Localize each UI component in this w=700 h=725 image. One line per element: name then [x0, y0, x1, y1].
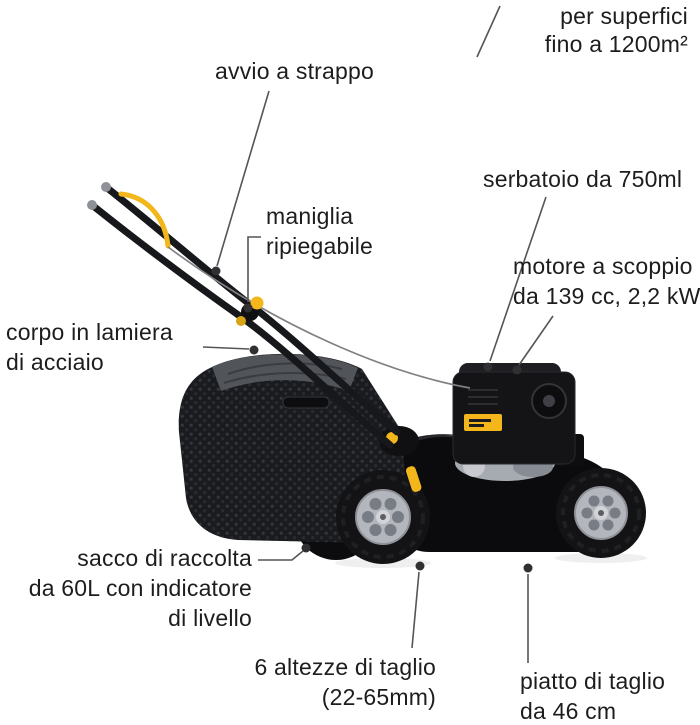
folding-knob — [236, 316, 246, 326]
label-avvio-a-strappo: avvio a strappo — [215, 56, 374, 86]
label-line: 6 altezze di taglio — [254, 654, 436, 680]
label-serbatoio: serbatoio da 750ml — [483, 164, 682, 194]
label-line: per superfici — [560, 3, 688, 29]
callout-dot — [523, 563, 533, 573]
callout-sacco — [258, 543, 311, 561]
label-line: fino a 1200m² — [544, 31, 688, 57]
label-line: avvio a strappo — [215, 58, 374, 84]
callout-dot — [301, 543, 311, 553]
label-line: maniglia — [266, 203, 354, 229]
callout-maniglia — [243, 236, 261, 313]
callout-dot — [415, 561, 425, 571]
callout-dot — [243, 303, 253, 313]
label-line: da 60L con indicatore — [28, 575, 252, 601]
callout-altezze — [411, 561, 425, 649]
label-line: piatto di taglio — [520, 668, 666, 694]
grip-cap — [101, 182, 111, 192]
label-line: serbatoio da 750ml — [483, 166, 683, 192]
callouts — [202, 5, 554, 663]
label-maniglia-ripiegabile: maniglia ripiegabile — [266, 201, 373, 261]
callout-dot — [512, 365, 522, 375]
callout-motore — [512, 315, 554, 375]
label-superficie: per superfici fino a 1200m² — [545, 2, 688, 58]
engine — [452, 363, 576, 465]
starter-cable — [167, 246, 471, 389]
right-wheel — [556, 468, 646, 558]
callout-serbatoio — [483, 196, 547, 372]
height-adjust-lever — [405, 466, 422, 492]
label-line: (22-65mm) — [321, 684, 436, 710]
callout-piatto — [523, 563, 533, 663]
label-sacco-raccolta: sacco di raccolta da 60L con indicatore … — [29, 543, 252, 633]
label-line: di acciaio — [6, 349, 104, 375]
callout-dot — [211, 266, 221, 276]
label-line: motore a scoppio — [513, 253, 693, 279]
grip-cap — [87, 200, 97, 210]
callout-area — [476, 5, 501, 58]
label-line: ripiegabile — [266, 233, 374, 259]
folding-knob — [250, 296, 264, 310]
start-lever — [118, 191, 171, 249]
left-wheel — [336, 470, 430, 564]
label-line: da 139 cc, 2,2 kW — [513, 283, 700, 309]
label-line: sacco di raccolta — [77, 545, 252, 571]
bag-handle — [282, 396, 330, 409]
callout-avvio — [211, 90, 270, 276]
callout-corpo — [202, 345, 259, 355]
callout-dot — [483, 362, 493, 372]
label-line: corpo in lamiera — [6, 319, 173, 345]
label-motore: motore a scoppio da 139 cc, 2,2 kW — [513, 251, 700, 311]
label-corpo-acciaio: corpo in lamiera di acciaio — [6, 317, 173, 377]
label-line: di livello — [168, 605, 252, 631]
label-altezze-taglio: 6 altezze di taglio (22-65mm) — [254, 652, 436, 712]
engine-logo-plate — [464, 414, 502, 431]
callout-dot — [249, 345, 259, 355]
label-line: da 46 cm — [520, 698, 617, 724]
label-piatto-taglio: piatto di taglio da 46 cm — [520, 666, 665, 725]
